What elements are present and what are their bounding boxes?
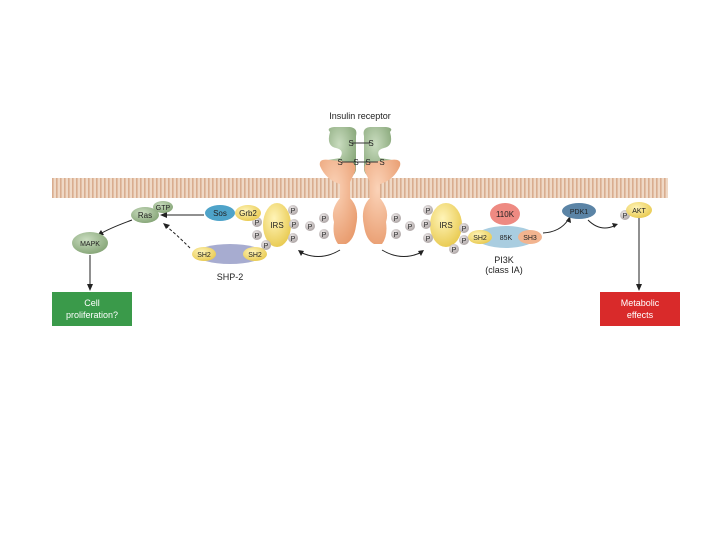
disulfide-s-5: S — [365, 158, 370, 167]
svg-text:Grb2: Grb2 — [239, 209, 257, 218]
svg-text:P: P — [394, 216, 399, 223]
svg-text:P: P — [291, 236, 296, 243]
irs-right — [430, 203, 462, 247]
svg-text:P: P — [452, 247, 457, 254]
svg-text:85K: 85K — [500, 235, 513, 242]
arrow-pdk1-to-akt — [587, 219, 615, 229]
receptor-beta-left — [319, 159, 358, 244]
svg-text:P: P — [424, 222, 429, 229]
svg-text:Ras: Ras — [138, 211, 152, 220]
svg-text:SH2: SH2 — [197, 252, 211, 259]
svg-text:P: P — [308, 224, 313, 231]
svg-text:IRS: IRS — [439, 221, 452, 230]
disulfide-s-4: S — [353, 158, 358, 167]
svg-text:PDK1: PDK1 — [570, 209, 588, 216]
svg-text:Cell: Cell — [84, 298, 100, 308]
svg-text:P: P — [426, 208, 431, 215]
disulfide-s-2: S — [368, 139, 373, 148]
grb2 — [235, 205, 261, 221]
svg-text:Metabolic: Metabolic — [621, 298, 660, 308]
shp2-sh2-right — [243, 247, 267, 261]
svg-text:P: P — [291, 208, 296, 215]
arrow-receptor-to-right-irs — [381, 249, 423, 257]
svg-text:GTP: GTP — [156, 205, 171, 212]
svg-text:effects: effects — [627, 310, 654, 320]
svg-text:SH2: SH2 — [473, 235, 487, 242]
svg-text:P: P — [623, 213, 628, 220]
pi3k-label: PI3K — [494, 255, 514, 265]
svg-text:P: P — [462, 226, 467, 233]
shp2-label: SHP-2 — [217, 272, 244, 282]
ras — [131, 207, 159, 223]
shp2-sh2-left — [192, 247, 216, 261]
svg-text:Sos: Sos — [213, 209, 227, 218]
cell-proliferation-box — [52, 292, 132, 326]
right-pathway: IRS P P P P P P 110K SH2 85K SH3 PI3K (c… — [421, 202, 680, 326]
svg-text:IRS: IRS — [270, 221, 283, 230]
insulin-receptor: S S S S S S — [319, 127, 401, 244]
svg-text:P: P — [462, 238, 467, 245]
arrow-pi3k-to-pdk1 — [542, 219, 569, 234]
disulfide-s-3: S — [337, 158, 342, 167]
mapk — [72, 232, 108, 254]
arrow-shp2-to-ras — [165, 225, 191, 249]
receptor-title: Insulin receptor — [329, 111, 391, 121]
left-pathway: IRS P P P P P P Grb2 Sos Ras GTP SH2 SH2… — [52, 201, 299, 326]
svg-text:P: P — [408, 224, 413, 231]
cell-membrane — [52, 178, 668, 198]
disulfide-s-6: S — [379, 158, 384, 167]
pi3k-sh2 — [468, 230, 492, 244]
svg-text:P: P — [255, 220, 260, 227]
pi3k-sh3 — [518, 230, 542, 244]
svg-text:P: P — [264, 243, 269, 250]
receptor-phospho-sites: P P P P P P — [305, 213, 415, 239]
pi3k-p85 — [476, 226, 536, 248]
svg-text:proliferation?: proliferation? — [66, 310, 118, 320]
pi3k-class-label: (class IA) — [485, 265, 523, 275]
svg-text:SH3: SH3 — [523, 235, 537, 242]
svg-text:AKT: AKT — [632, 208, 646, 215]
receptor-beta-right — [362, 159, 401, 244]
svg-text:P: P — [322, 216, 327, 223]
gtp — [153, 201, 173, 213]
arrow-receptor-to-left-irs — [299, 249, 341, 257]
svg-text:110K: 110K — [496, 210, 515, 219]
svg-text:SH2: SH2 — [248, 252, 262, 259]
arrow-ras-to-mapk — [99, 219, 133, 235]
svg-text:P: P — [292, 222, 297, 229]
svg-text:P: P — [322, 232, 327, 239]
irs-left — [263, 203, 291, 247]
svg-text:P: P — [255, 233, 260, 240]
metabolic-effects-box — [600, 292, 680, 326]
svg-text:P: P — [426, 236, 431, 243]
pi3k-p110 — [490, 203, 520, 225]
akt — [626, 202, 652, 218]
svg-text:MAPK: MAPK — [80, 241, 100, 248]
disulfide-s-1: S — [348, 139, 353, 148]
svg-text:P: P — [394, 232, 399, 239]
sos — [205, 205, 235, 221]
pdk1 — [562, 203, 596, 219]
